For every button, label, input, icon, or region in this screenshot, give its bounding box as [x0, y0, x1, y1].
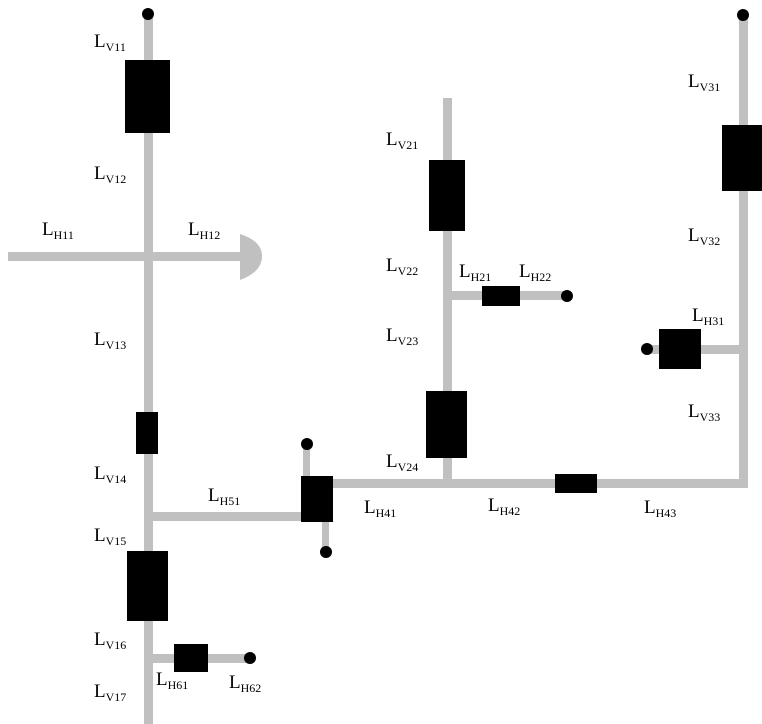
block-v24: [426, 391, 467, 458]
label-lv21: LV21: [386, 129, 419, 152]
label-lh62: LH62: [229, 672, 262, 695]
block-v13: [136, 412, 158, 454]
terminal-dot: [244, 652, 256, 664]
label-lh31: LH31: [692, 305, 725, 328]
terminal-dot: [142, 8, 154, 20]
label-lv15: LV15: [94, 525, 127, 548]
label-lv16: LV16: [94, 629, 127, 652]
block-h51: [301, 476, 333, 522]
pipe-h51: [148, 512, 308, 521]
label-lv11: LV11: [94, 31, 126, 54]
terminal-dot: [301, 438, 313, 450]
label-lv31: LV31: [688, 71, 721, 94]
pipe-v1: [144, 14, 153, 724]
pipe-h11: [8, 252, 148, 261]
label-lv17: LV17: [94, 681, 127, 704]
label-lv22: LV22: [386, 255, 419, 278]
dome-end-icon: [240, 234, 262, 280]
label-lh61: LH61: [156, 669, 189, 692]
block-v21: [429, 160, 465, 231]
terminal-dot: [737, 9, 749, 21]
terminal-dot: [561, 290, 573, 302]
blocks: [125, 60, 762, 672]
block-h21: [482, 286, 520, 306]
label-lv33: LV33: [688, 401, 721, 424]
label-lv32: LV32: [688, 225, 721, 248]
terminals: [142, 8, 749, 664]
label-lh11: LH11: [42, 219, 74, 242]
label-lh22: LH22: [519, 261, 552, 284]
label-lh51: LH51: [208, 485, 241, 508]
label-lh12: LH12: [188, 219, 221, 242]
block-h42: [555, 474, 597, 493]
block-v31: [722, 125, 762, 191]
pipe-h12: [148, 252, 240, 261]
label-lh41: LH41: [364, 497, 397, 520]
label-lv24: LV24: [386, 451, 419, 474]
label-lh42: LH42: [488, 495, 521, 518]
terminal-dot: [641, 343, 653, 355]
label-lv23: LV23: [386, 325, 419, 348]
pipe-stub-down: [322, 520, 329, 552]
pipe-v3: [739, 14, 748, 488]
label-lh21: LH21: [459, 261, 492, 284]
block-v11: [125, 60, 170, 133]
label-lv14: LV14: [94, 463, 127, 486]
label-lv13: LV13: [94, 329, 127, 352]
pipe-h4: [318, 479, 748, 488]
block-h31: [659, 329, 701, 369]
label-lv12: LV12: [94, 163, 127, 186]
block-v15: [127, 551, 168, 621]
pipe-stub-up: [303, 444, 310, 480]
label-lh43: LH43: [644, 497, 677, 520]
terminal-dot: [320, 546, 332, 558]
block-h61: [174, 644, 208, 672]
pipes: [8, 14, 748, 724]
